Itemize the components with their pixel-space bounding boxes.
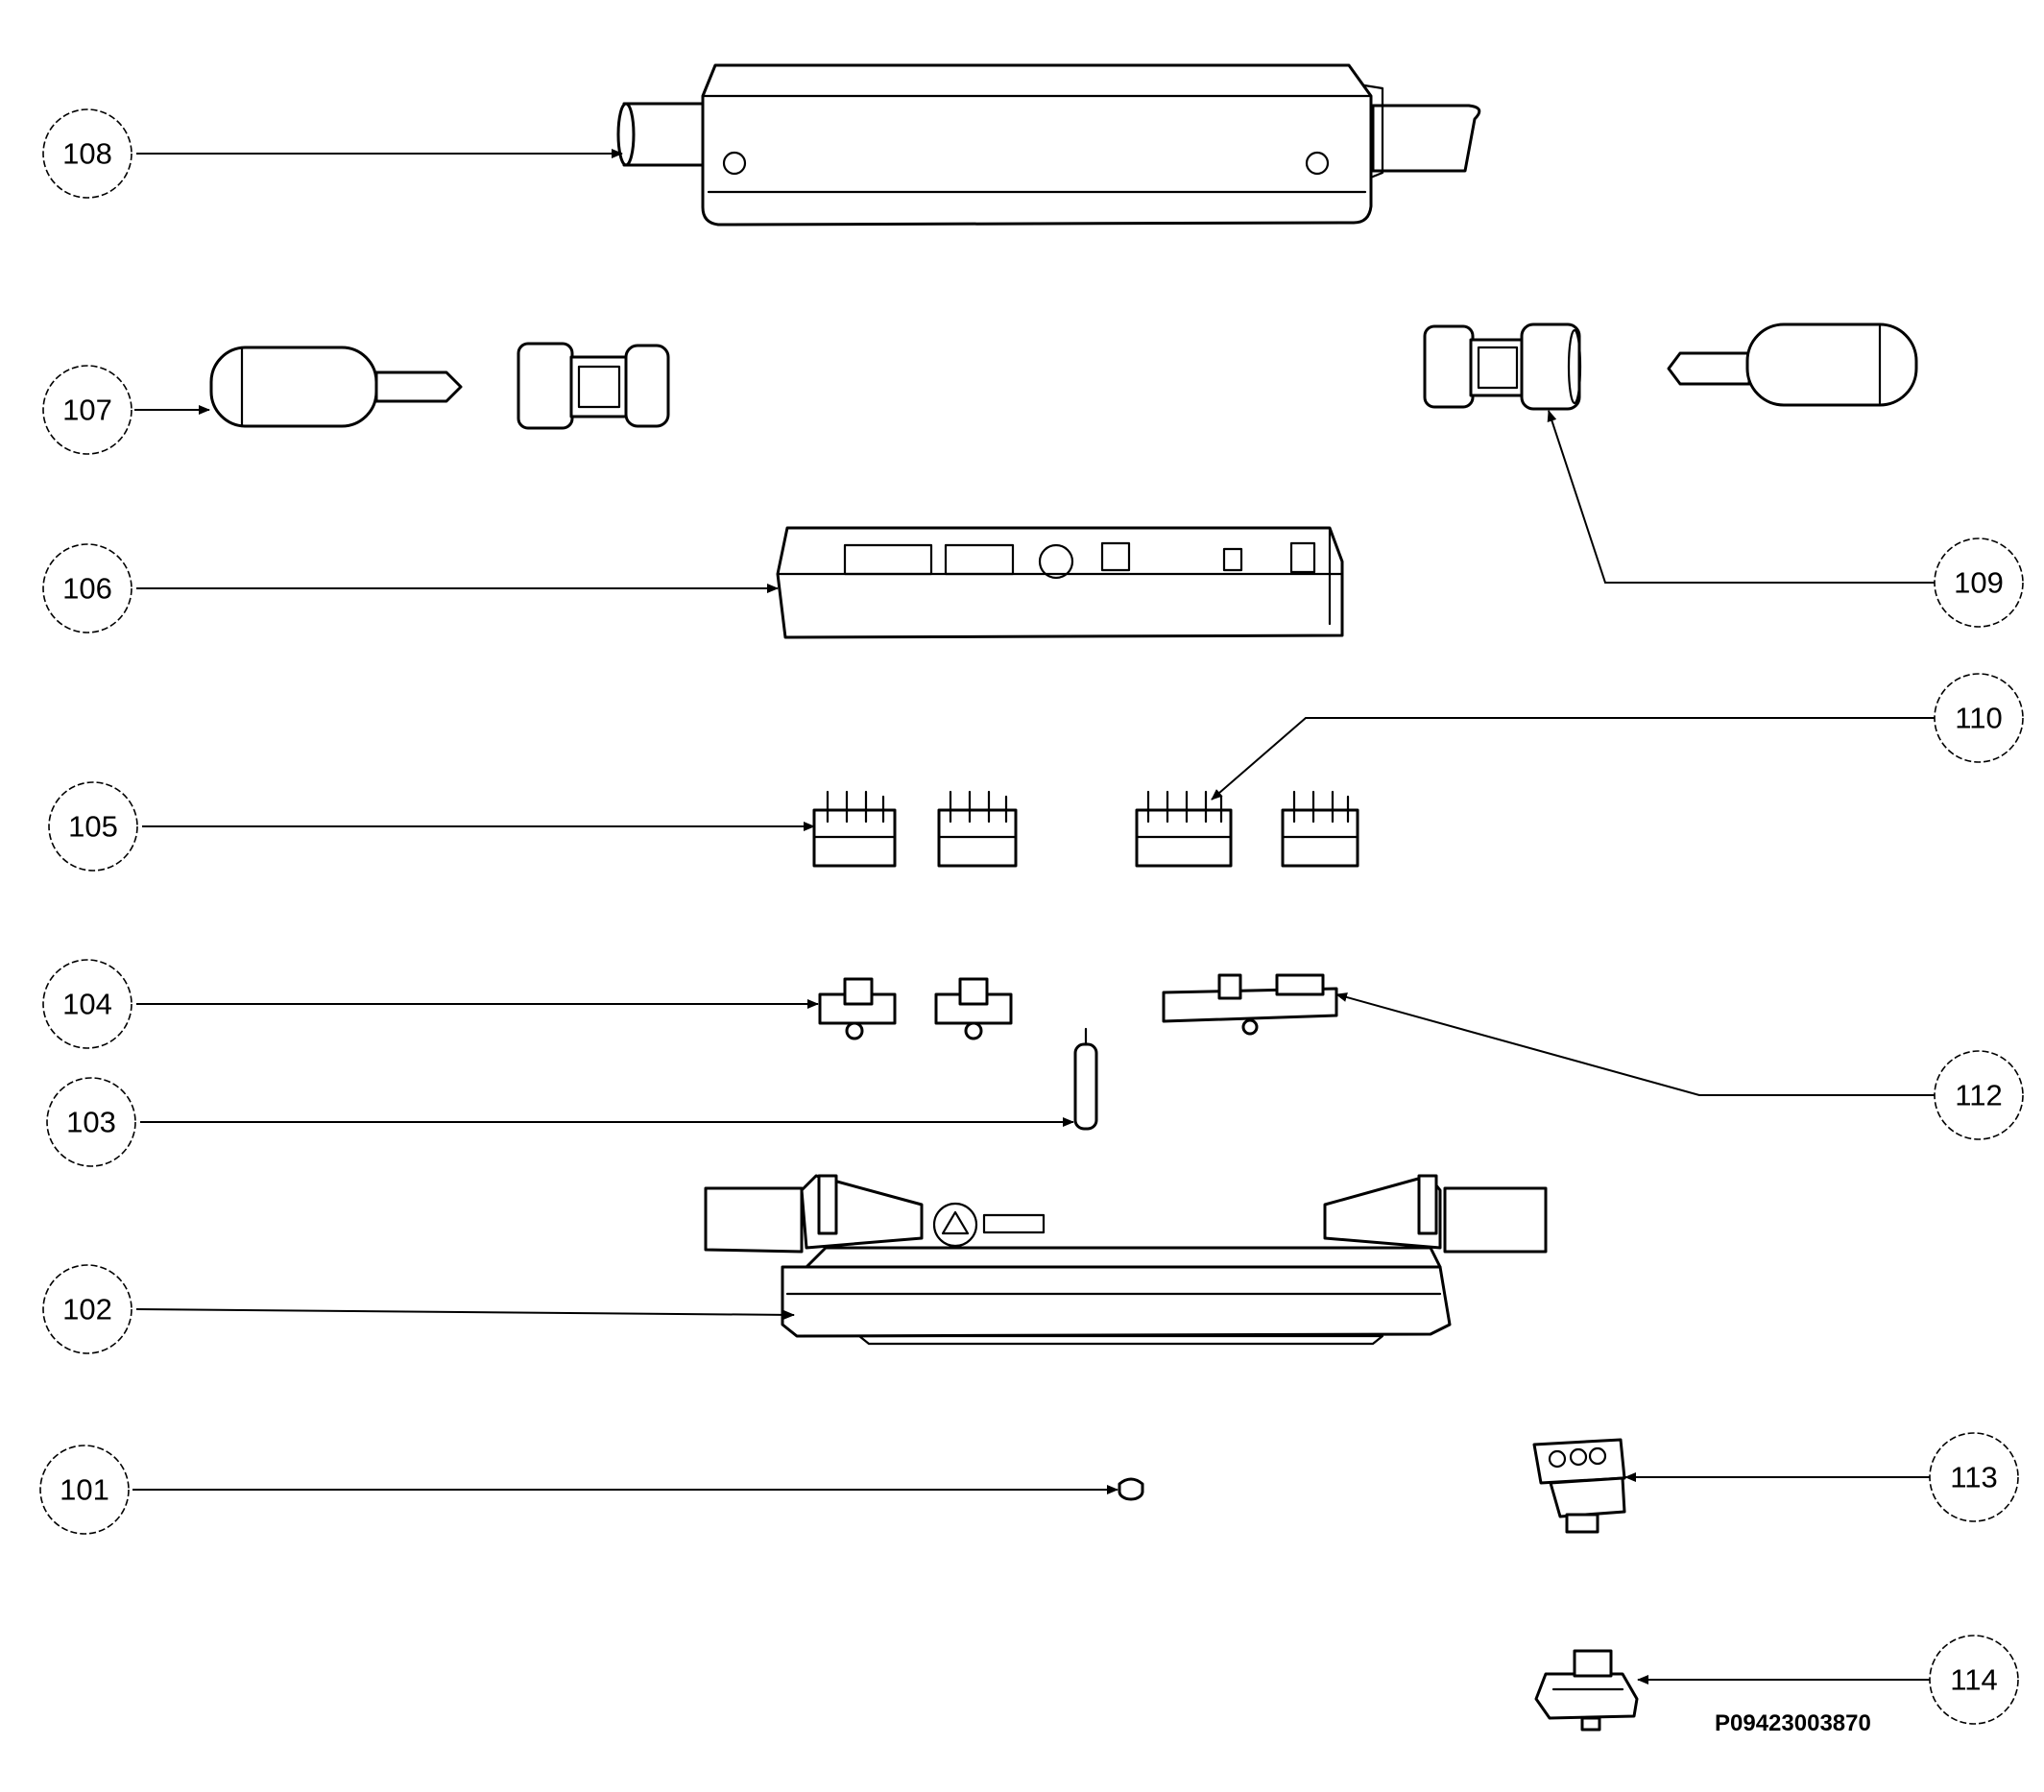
callout-104: 104 bbox=[42, 959, 132, 1049]
callout-107: 107 bbox=[42, 365, 132, 455]
callout-label: 114 bbox=[1950, 1663, 1997, 1697]
callout-label: 104 bbox=[62, 988, 112, 1021]
callout-113: 113 bbox=[1929, 1432, 2019, 1522]
callout-102: 102 bbox=[42, 1264, 132, 1354]
callout-label: 103 bbox=[66, 1106, 116, 1139]
callout-106: 106 bbox=[42, 543, 132, 633]
part-105-connector-b bbox=[937, 790, 1018, 868]
part-104-switch-a bbox=[818, 977, 897, 1040]
callout-label: 109 bbox=[1954, 566, 2004, 600]
callout-label: 108 bbox=[62, 137, 112, 171]
part-107-sleeve bbox=[517, 342, 670, 430]
callout-114: 114 bbox=[1929, 1635, 2019, 1725]
callout-110: 110 bbox=[1934, 673, 2024, 763]
part-112-switch-board bbox=[1162, 973, 1338, 1036]
callout-103: 103 bbox=[46, 1077, 136, 1167]
part-104-switch-b bbox=[934, 977, 1013, 1040]
callout-109: 109 bbox=[1934, 538, 2024, 628]
callout-label: 106 bbox=[62, 572, 112, 606]
callout-label: 105 bbox=[68, 810, 118, 844]
callout-label: 101 bbox=[60, 1473, 109, 1507]
callout-label: 113 bbox=[1950, 1461, 1997, 1494]
callout-label: 107 bbox=[62, 394, 112, 427]
callout-105: 105 bbox=[48, 781, 138, 872]
part-110-connector-c bbox=[1135, 790, 1233, 868]
part-109-knob-right bbox=[1667, 323, 1918, 407]
part-114-clip bbox=[1534, 1649, 1639, 1732]
leader-lines bbox=[132, 149, 1935, 1684]
callout-112: 112 bbox=[1934, 1050, 2024, 1140]
leader-112 bbox=[1335, 992, 1935, 1096]
part-113-connector-block bbox=[1532, 1438, 1626, 1534]
callout-label: 112 bbox=[1955, 1079, 2002, 1112]
part-108-handle-cover bbox=[616, 63, 1481, 227]
leader-110 bbox=[1211, 717, 1935, 800]
callout-101: 101 bbox=[39, 1445, 130, 1535]
callout-108: 108 bbox=[42, 108, 132, 199]
part-102-base-housing bbox=[704, 1174, 1548, 1346]
part-103-light-pipe bbox=[1073, 1027, 1098, 1131]
document-id: P09423003870 bbox=[1715, 1710, 1871, 1736]
callout-label: 110 bbox=[1955, 702, 2002, 735]
callout-label: 102 bbox=[62, 1293, 112, 1326]
leader-102 bbox=[135, 1308, 795, 1320]
part-101-cap bbox=[1118, 1477, 1144, 1501]
part-107-knob-left bbox=[209, 346, 463, 428]
part-105-connector-a bbox=[812, 790, 897, 868]
part-109-sleeve bbox=[1423, 323, 1582, 411]
leader-109 bbox=[1547, 410, 1935, 584]
part-106-switch-frame bbox=[776, 526, 1344, 639]
part-105-connector-d bbox=[1281, 790, 1359, 868]
